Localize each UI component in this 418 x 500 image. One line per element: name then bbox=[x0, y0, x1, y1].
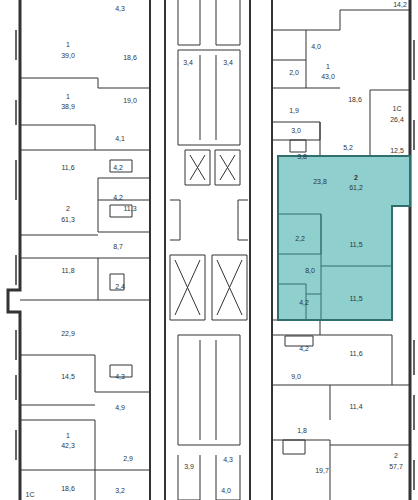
room-area: 39,0 bbox=[61, 52, 75, 59]
room-area: 11,3 bbox=[123, 205, 136, 212]
room-area: 3,4 bbox=[223, 59, 233, 66]
room-area: 11,8 bbox=[61, 267, 74, 274]
room-area: 4,2 bbox=[113, 164, 123, 171]
room-area: 4,3 bbox=[115, 373, 125, 380]
room-area: 42,3 bbox=[61, 442, 75, 449]
room-area: 19,7 bbox=[315, 467, 329, 474]
room-area: 14,5 bbox=[61, 373, 75, 380]
room-count: 2 bbox=[354, 174, 358, 181]
room-area: 18,6 bbox=[123, 54, 137, 61]
room-area: 2,2 bbox=[295, 235, 305, 242]
room-area: 2,9 bbox=[123, 455, 133, 462]
room-area: 38,9 bbox=[61, 103, 75, 110]
room-area: 18,6 bbox=[61, 485, 75, 492]
room-area: 8,0 bbox=[305, 267, 315, 274]
room-area: 4,2 bbox=[113, 194, 123, 201]
room-area: 12,5 bbox=[390, 147, 404, 154]
room-area: 1 bbox=[66, 41, 70, 48]
room-area: 8,7 bbox=[113, 243, 123, 250]
room-area: 11,5 bbox=[349, 295, 362, 302]
room-area: 3,9 bbox=[184, 463, 194, 470]
room-area: 19,0 bbox=[123, 97, 137, 104]
room-area: 1,8 bbox=[297, 427, 307, 434]
room-area: 5,2 bbox=[343, 144, 353, 151]
room-area: 11,6 bbox=[349, 350, 362, 357]
room-area: 61,3 bbox=[61, 216, 75, 223]
room-area: 3,4 bbox=[183, 59, 193, 66]
room-area: 2 bbox=[394, 452, 398, 459]
room-area: 11,4 bbox=[349, 403, 362, 410]
room-area: 1,9 bbox=[289, 107, 299, 114]
room-area: 18,6 bbox=[348, 96, 362, 103]
room-area: 4,2 bbox=[299, 299, 309, 306]
room-area: 14,2 bbox=[393, 1, 407, 8]
room-area: 4,9 bbox=[115, 404, 125, 411]
room-area: 4,0 bbox=[221, 487, 231, 494]
room-area: 3,2 bbox=[115, 487, 125, 494]
room-area: 4,2 bbox=[299, 345, 309, 352]
room-area: 1С bbox=[393, 105, 402, 112]
room-area: 2,0 bbox=[289, 69, 299, 76]
room-area: 23,8 bbox=[313, 178, 327, 185]
room-area: 3,0 bbox=[291, 127, 301, 134]
room-area: 2,4 bbox=[115, 283, 125, 290]
room-area: 4,1 bbox=[115, 135, 125, 142]
room-area: 4,3 bbox=[115, 5, 125, 12]
room-area: 22,9 bbox=[61, 330, 75, 337]
room-area: 1 bbox=[66, 93, 70, 100]
room-area: 3,8 bbox=[297, 153, 307, 160]
room-area: 11,5 bbox=[349, 241, 362, 248]
room-area: 4,0 bbox=[311, 43, 321, 50]
apartment-area-value: 61,2 bbox=[349, 184, 363, 191]
room-area: 1 bbox=[66, 432, 70, 439]
room-area: 9,0 bbox=[291, 373, 301, 380]
room-area: 11,6 bbox=[61, 164, 74, 171]
room-area: 2 bbox=[66, 205, 70, 212]
room-area: 4,3 bbox=[223, 456, 233, 463]
room-area: 57,7 bbox=[389, 463, 403, 470]
room-area: 26,4 bbox=[390, 116, 404, 123]
room-area: 1С bbox=[26, 491, 35, 498]
room-area: 43,0 bbox=[321, 73, 335, 80]
room-area: 1 bbox=[326, 63, 330, 70]
